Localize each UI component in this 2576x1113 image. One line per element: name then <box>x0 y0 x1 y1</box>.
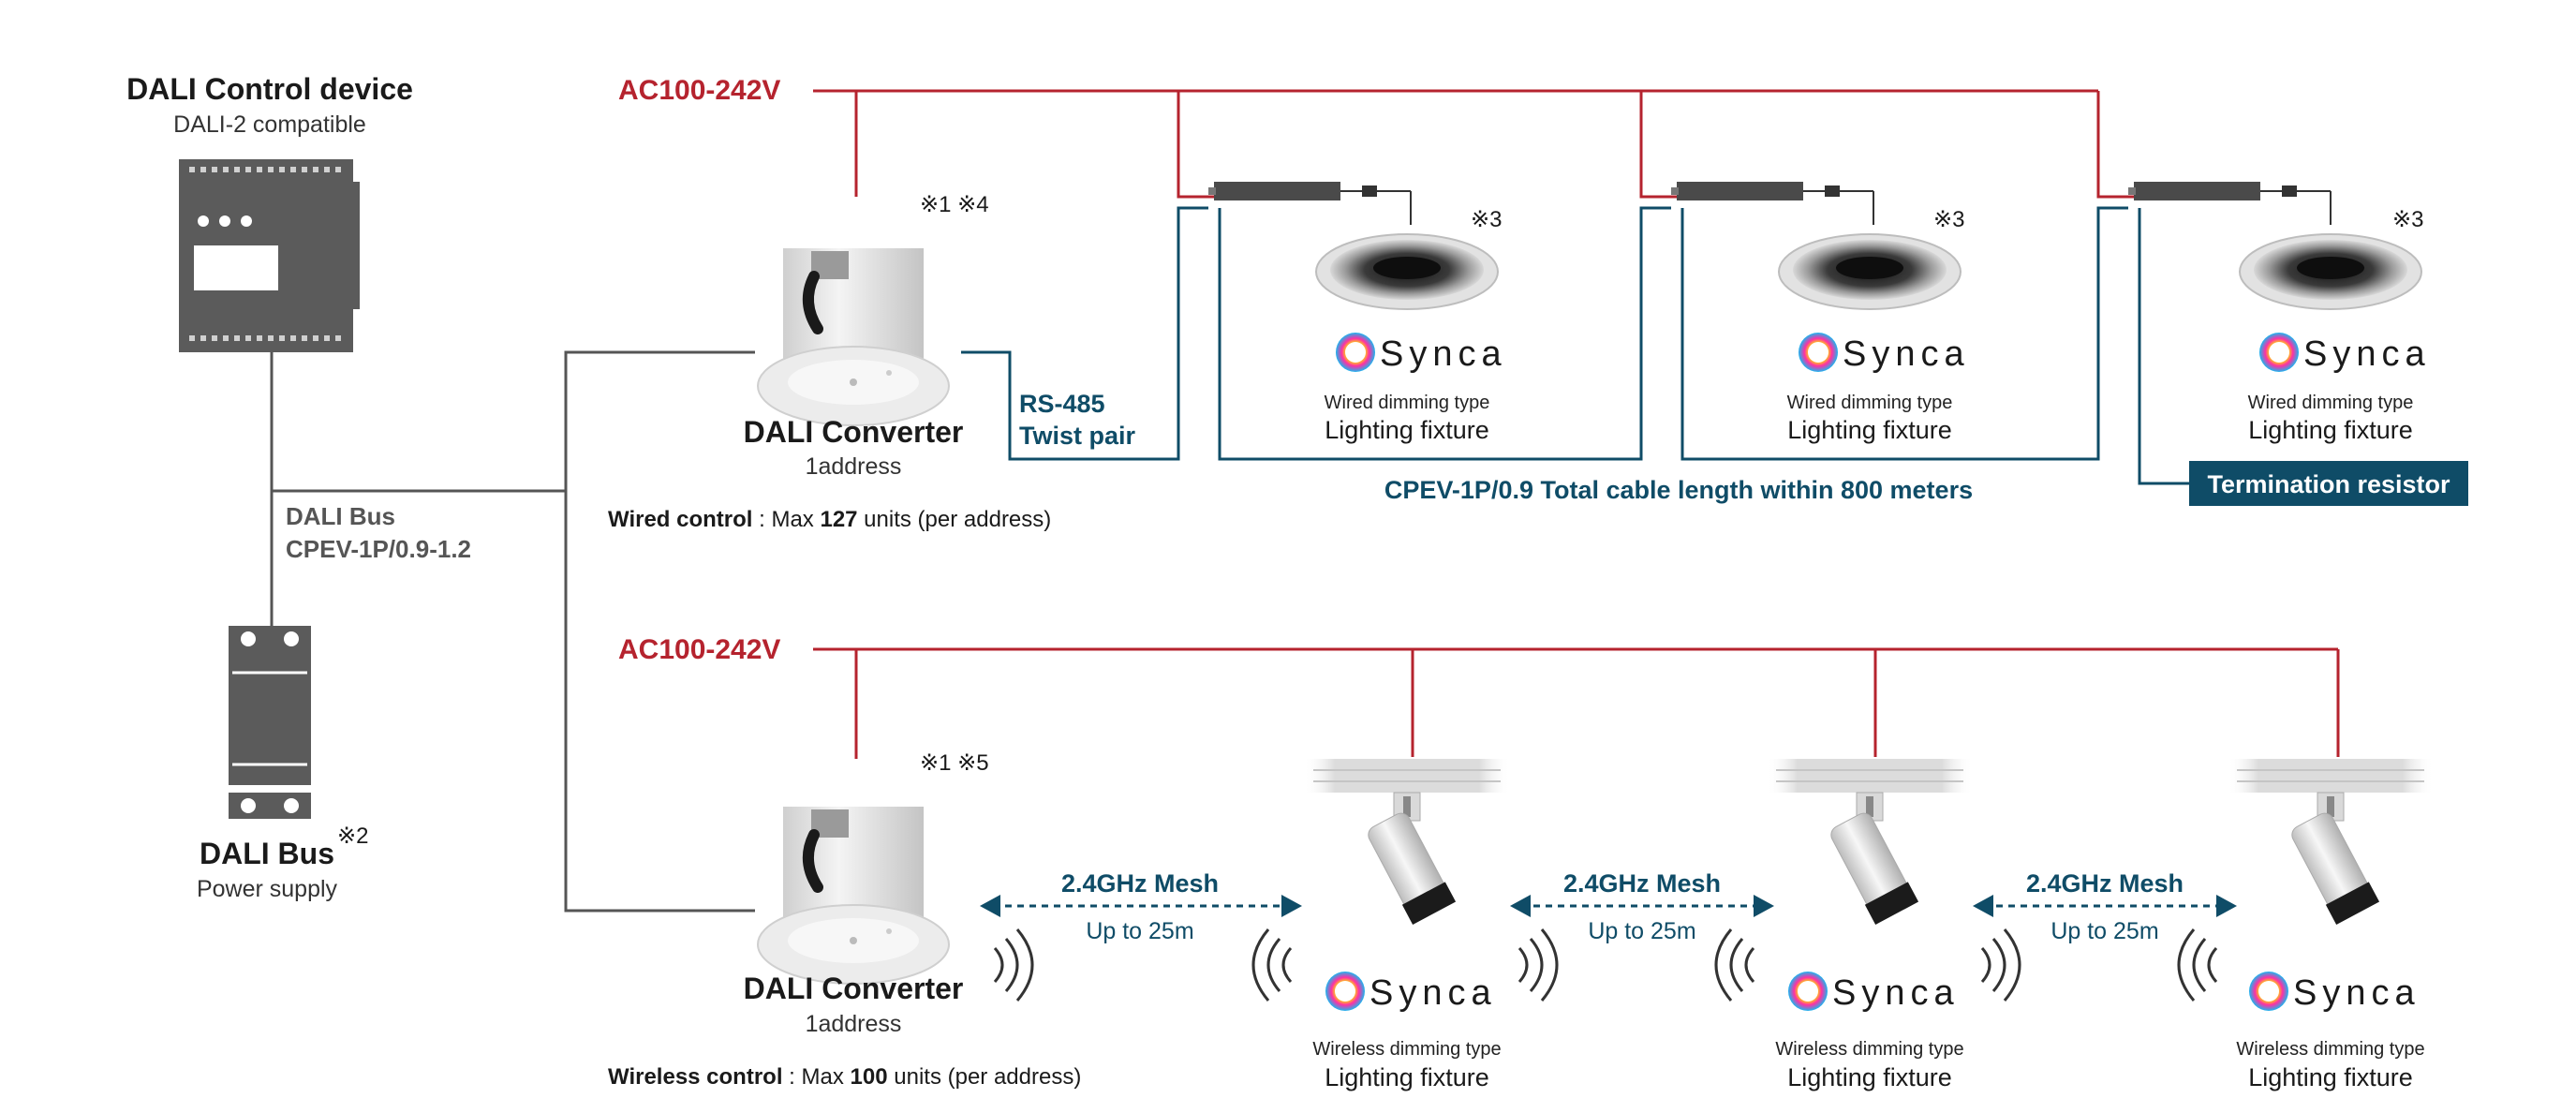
termination-resistor-badge <box>2189 461 2468 506</box>
wireless-converter-title: DALI Converter <box>744 972 964 1005</box>
ac-label-wireless: AC100-242V <box>618 634 780 665</box>
wired-fixture-2-mark: ※3 <box>1933 207 1964 232</box>
wired-fixture-3-name: Lighting fixture <box>2248 416 2413 444</box>
wireless-signal-icon-1 <box>993 928 1034 1002</box>
dali-bus-label: DALI Bus <box>286 502 395 530</box>
wired-fixture-3-mark: ※3 <box>2392 207 2423 232</box>
downlight-icon-1 <box>1315 233 1499 310</box>
wired-control-note: Wired control : Max 127 units (per addre… <box>608 507 1051 532</box>
wireless-converter-marks: ※1 ※5 <box>920 750 989 776</box>
downlight-icon-2 <box>1778 233 1962 310</box>
wired-note-bold: Wired control <box>608 507 752 532</box>
driver-icon-3 <box>2127 181 2332 226</box>
power-supply-title: DALI Bus <box>200 837 334 870</box>
synca-logo-3 <box>2259 333 2299 372</box>
spotlight-icon-2 <box>1766 758 1974 926</box>
control-device-title: DALI Control device <box>126 72 413 106</box>
driver-icon-2 <box>1670 181 1874 226</box>
wired-note-count: 127 <box>820 507 857 532</box>
synca-logo-5 <box>1788 972 1828 1011</box>
wireless-control-note: Wireless control : Max 100 units (per ad… <box>608 1064 1081 1090</box>
wireless-fixture-2-type: Wireless dimming type <box>1775 1039 1963 1060</box>
cable-length-note: CPEV-1P/0.9 Total cable length within 80… <box>1384 476 1973 504</box>
wired-converter-title: DALI Converter <box>744 415 964 449</box>
wireless-signal-icon-4 <box>1714 928 1755 1002</box>
synca-logo-2 <box>1799 333 1838 372</box>
wired-converter-address: 1address <box>806 453 902 480</box>
wireless-note-count: 100 <box>851 1064 888 1090</box>
mesh-link-1-range: Up to 25m <box>1086 918 1193 944</box>
wireless-fixture-1-type: Wireless dimming type <box>1312 1039 1501 1060</box>
mesh-link-3-range: Up to 25m <box>2050 918 2158 944</box>
wired-fixture-1-name: Lighting fixture <box>1325 416 1489 444</box>
wired-fixture-1-mark: ※3 <box>1471 207 1502 232</box>
wired-fixture-2-type: Wired dimming type <box>1787 393 1953 413</box>
mesh-link-2-range: Up to 25m <box>1588 918 1695 944</box>
power-supply-icon <box>229 626 311 819</box>
ac-wiring-bottom <box>813 647 2340 759</box>
dali-bus-wiring <box>270 350 755 913</box>
spotlight-icon-1 <box>1303 758 1511 926</box>
rs485-label: RS-485 <box>1019 390 1105 418</box>
wireless-fixture-3-name: Lighting fixture <box>2248 1063 2413 1091</box>
spotlight-icon-3 <box>2227 758 2435 926</box>
wireless-signal-icon-5 <box>1980 928 2021 1002</box>
synca-logo-1 <box>1336 333 1375 372</box>
ac-label-wired: AC100-242V <box>618 75 780 106</box>
wired-fixture-2-brand: Synca <box>1843 334 1970 374</box>
wired-note-suffix: units (per address) <box>858 507 1052 532</box>
dali-controller-icon <box>179 159 360 352</box>
termination-resistor-label: Termination resistor <box>2207 470 2450 498</box>
wired-converter-icon <box>758 248 949 425</box>
wireless-fixture-1-name: Lighting fixture <box>1325 1063 1489 1091</box>
wireless-note-bold: Wireless control <box>608 1064 783 1090</box>
wired-note-prefix: : Max <box>752 507 820 532</box>
wireless-signal-icon-2 <box>1251 928 1293 1002</box>
wired-converter-marks: ※1 ※4 <box>920 192 989 217</box>
wireless-fixture-1-brand: Synca <box>1369 973 1497 1013</box>
wireless-converter-icon <box>758 807 949 984</box>
wireless-fixture-3-brand: Synca <box>2293 973 2421 1013</box>
ac-wiring-top <box>813 89 2134 199</box>
wireless-note-suffix: units (per address) <box>888 1064 1082 1090</box>
wireless-signal-icon-3 <box>1517 928 1559 1002</box>
synca-logo-6 <box>2249 972 2288 1011</box>
power-supply-subtitle: Power supply <box>197 876 338 902</box>
mesh-link-1-label: 2.4GHz Mesh <box>1061 869 1219 898</box>
rs485-twist-pair: Twist pair <box>1019 422 1136 450</box>
wired-fixture-1-brand: Synca <box>1380 334 1507 374</box>
wireless-fixture-2-name: Lighting fixture <box>1787 1063 1952 1091</box>
downlight-icon-3 <box>2239 233 2422 310</box>
wired-fixture-3-brand: Synca <box>2303 334 2431 374</box>
wireless-fixture-3-type: Wireless dimming type <box>2236 1039 2424 1060</box>
wired-fixture-1-type: Wired dimming type <box>1325 393 1490 413</box>
wired-fixture-3-type: Wired dimming type <box>2248 393 2414 413</box>
wireless-fixture-2-brand: Synca <box>1832 973 1960 1013</box>
mesh-link-2-label: 2.4GHz Mesh <box>1563 869 1721 898</box>
wired-fixture-2-name: Lighting fixture <box>1787 416 1952 444</box>
wireless-converter-address: 1address <box>806 1011 902 1037</box>
wireless-note-prefix: : Max <box>783 1064 851 1090</box>
mesh-link-3-label: 2.4GHz Mesh <box>2026 869 2184 898</box>
power-supply-mark: ※2 <box>337 824 368 849</box>
wireless-signal-icon-6 <box>2177 928 2218 1002</box>
control-device-subtitle: DALI-2 compatible <box>173 111 366 138</box>
rs485-wiring <box>961 206 2192 485</box>
dali-bus-cable: CPEV-1P/0.9-1.2 <box>286 535 471 563</box>
synca-logo-4 <box>1325 972 1365 1011</box>
driver-icon-1 <box>1207 181 1412 226</box>
